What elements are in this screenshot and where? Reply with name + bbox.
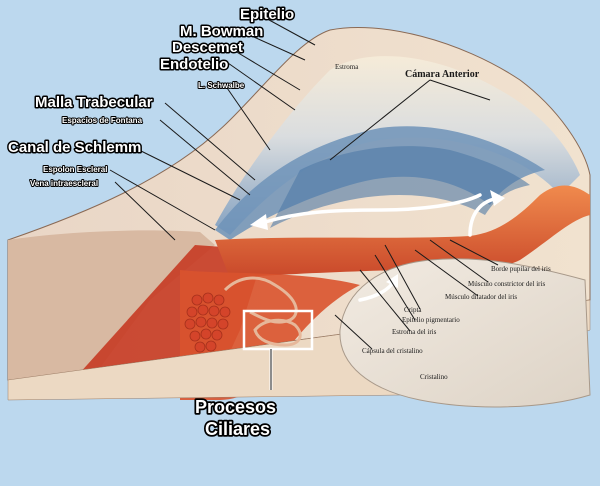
label-vena-intraescleral: Vena intraescleral [30,179,98,188]
label-descemet: Descemet [172,39,243,56]
label-cristalino: Cristalino [420,373,448,381]
label-procesos: Procesos [195,397,276,417]
label-ciliares: Ciliares [205,419,270,439]
label-capsula-cristalino: Cápsula del cristalino [362,347,423,355]
label-endotelio: Endotelio [160,56,228,73]
label-camara-anterior: Cámara Anterior [405,69,480,80]
label-espacios-fontana: Espacios de Fontana [62,116,143,125]
label-borde-pupilar: Borde pupilar del iris [491,265,551,273]
label-estroma: Estroma [335,63,359,71]
label-epitelio-pigmentario: Epitelio pigmentario [402,316,460,324]
label-musculo-constrictor: Músculo constrictor del iris [468,280,545,288]
label-espolon-escleral: Espolon Escleral [43,165,107,174]
label-estroma-iris: Estroma del iris [392,328,437,336]
label-cripta: Cripta [404,306,422,314]
label-epitelio: Epitelio [240,6,294,23]
label-m-bowman: M. Bowman [180,23,263,40]
lens [340,259,590,407]
label-l-schwalbe: L. Schwalbe [198,81,245,90]
label-malla-trabecular: Malla Trabecular [35,94,153,111]
label-canal-schlemm: Canal de Schlemm [8,139,141,156]
label-musculo-dilatador: Músculo dilatador del iris [445,293,517,301]
